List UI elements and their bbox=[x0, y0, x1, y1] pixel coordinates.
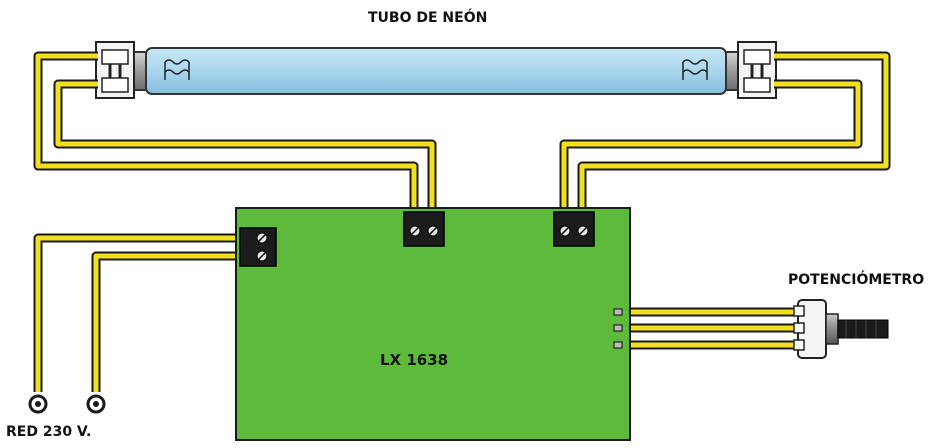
potentiometer-icon bbox=[793, 299, 889, 359]
mains-terminal-2-icon bbox=[86, 394, 106, 414]
wire-mains-2 bbox=[91, 251, 240, 392]
tube-holder-left bbox=[95, 41, 135, 99]
tube-holder-right bbox=[737, 41, 777, 99]
pot-pin-header bbox=[613, 308, 623, 349]
wire-tube-right-outer bbox=[577, 51, 891, 214]
filament-right-icon bbox=[682, 59, 708, 80]
wire-tube-right-inner bbox=[559, 79, 863, 214]
wire-mains-1 bbox=[33, 233, 240, 392]
terminal-block-mains bbox=[239, 227, 277, 267]
neon-tube bbox=[121, 47, 751, 95]
wire-tube-left-inner bbox=[53, 79, 437, 214]
filament-left-icon bbox=[164, 59, 190, 80]
wire-tube-left-outer bbox=[33, 51, 419, 214]
terminal-block-tube-left bbox=[403, 211, 445, 247]
terminal-block-tube-right bbox=[553, 211, 595, 247]
board-label: LX 1638 bbox=[380, 351, 449, 369]
mains-label: RED 230 V. bbox=[6, 424, 92, 440]
potentiometer-label: POTENCIÓMETRO bbox=[788, 272, 925, 288]
neon-tube-title: TUBO DE NEÓN bbox=[368, 10, 488, 26]
wires bbox=[33, 51, 891, 392]
mains-terminal-1-icon bbox=[28, 394, 48, 414]
